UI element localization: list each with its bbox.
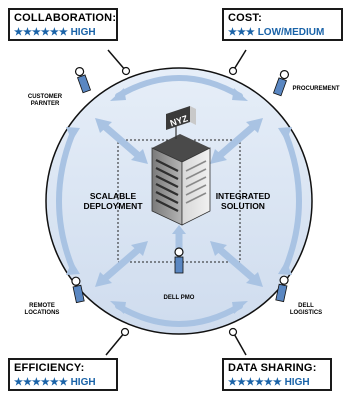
person-icon xyxy=(272,70,290,97)
arrow-icon xyxy=(99,121,144,161)
scalable-deployment-label: SCALABLE DEPLOYMENT xyxy=(83,191,143,211)
arrow-icon xyxy=(99,244,144,284)
arrow-icon xyxy=(66,127,80,141)
circle-nodes xyxy=(120,66,238,337)
cost-title: COST: xyxy=(228,12,262,24)
cost-box: COST: ★★★ LOW/MEDIUM xyxy=(222,8,343,41)
connector-line xyxy=(107,49,127,72)
efficiency-title: EFFICIENCY: xyxy=(14,362,85,374)
arc-arrow-right xyxy=(283,132,302,270)
arrow-icon xyxy=(278,261,292,275)
arrow-icon xyxy=(246,272,263,287)
arrow-icon xyxy=(246,118,263,133)
collaboration-level: HIGH xyxy=(70,27,96,38)
arrow-icon xyxy=(210,149,227,164)
arrow-icon xyxy=(95,118,112,133)
collaboration-title: COLLABORATION: xyxy=(14,12,117,24)
node-dot xyxy=(121,66,131,76)
arrow-icon xyxy=(210,241,227,256)
data-sharing-title: DATA SHARING: xyxy=(228,362,317,374)
cost-level: LOW/MEDIUM xyxy=(257,27,325,38)
arrow-icon xyxy=(214,121,259,161)
arrow-icon xyxy=(110,301,126,314)
arrow-icon xyxy=(131,241,148,256)
dell-pmo-label: DELL PMO xyxy=(163,295,195,301)
data-sharing-rating: ★★★★★★ HIGH xyxy=(224,376,330,391)
arrow-icon xyxy=(110,88,126,101)
star-icon: ★★★★★★ xyxy=(228,377,282,388)
arrow-icon xyxy=(232,301,248,314)
connector-line xyxy=(105,331,126,356)
procurement-label: PROCUREMENT xyxy=(292,86,340,92)
node-dot xyxy=(228,66,238,76)
integrated-solution-label: INTEGRATED SOLUTION xyxy=(215,191,271,211)
arc-arrow-bottom xyxy=(115,303,243,327)
efficiency-level: HIGH xyxy=(70,377,96,388)
arrow-icon xyxy=(95,272,112,287)
star-icon: ★★★★★★ xyxy=(14,27,68,38)
star-icon: ★★★★★★ xyxy=(14,377,68,388)
perimeter-arrows xyxy=(56,75,302,327)
collaboration-rating: ★★★★★★ HIGH xyxy=(10,26,116,41)
cost-rating: ★★★ LOW/MEDIUM xyxy=(224,26,341,41)
star-icon: ★★★ xyxy=(228,27,255,38)
person-icon xyxy=(71,276,85,304)
efficiency-rating: ★★★★★★ HIGH xyxy=(10,376,116,391)
arc-arrow-top xyxy=(115,75,243,99)
arc-arrow-left xyxy=(56,132,75,270)
connector-line xyxy=(232,331,247,356)
arrow-heads xyxy=(66,88,292,314)
collaboration-box: COLLABORATION: ★★★★★★ HIGH xyxy=(8,8,118,41)
arrow-icon xyxy=(131,149,148,164)
data-sharing-box: DATA SHARING: ★★★★★★ HIGH xyxy=(222,358,332,391)
person-icon xyxy=(74,67,92,94)
arrow-icon xyxy=(66,261,80,275)
dell-logistics-label: DELL LOGISTICS xyxy=(289,303,323,316)
arrow-icon xyxy=(214,244,259,284)
remote-locations-label: REMOTE LOCATIONS xyxy=(24,303,60,316)
customer-partner-label: CUSTOMER PARNTER xyxy=(27,94,63,107)
diagonal-arrow-heads xyxy=(95,118,263,287)
building-icon xyxy=(151,106,211,226)
person-icon xyxy=(174,247,184,274)
data-sharing-level: HIGH xyxy=(284,377,310,388)
connector-line xyxy=(232,49,247,72)
node-dot xyxy=(120,327,130,337)
efficiency-box: EFFICIENCY: ★★★★★★ HIGH xyxy=(8,358,118,391)
diagonal-arrows xyxy=(99,121,259,284)
arrow-icon xyxy=(172,225,186,234)
person-icon xyxy=(275,275,289,303)
arrow-icon xyxy=(232,88,248,101)
arrow-icon xyxy=(278,127,292,141)
node-dot xyxy=(228,327,238,337)
